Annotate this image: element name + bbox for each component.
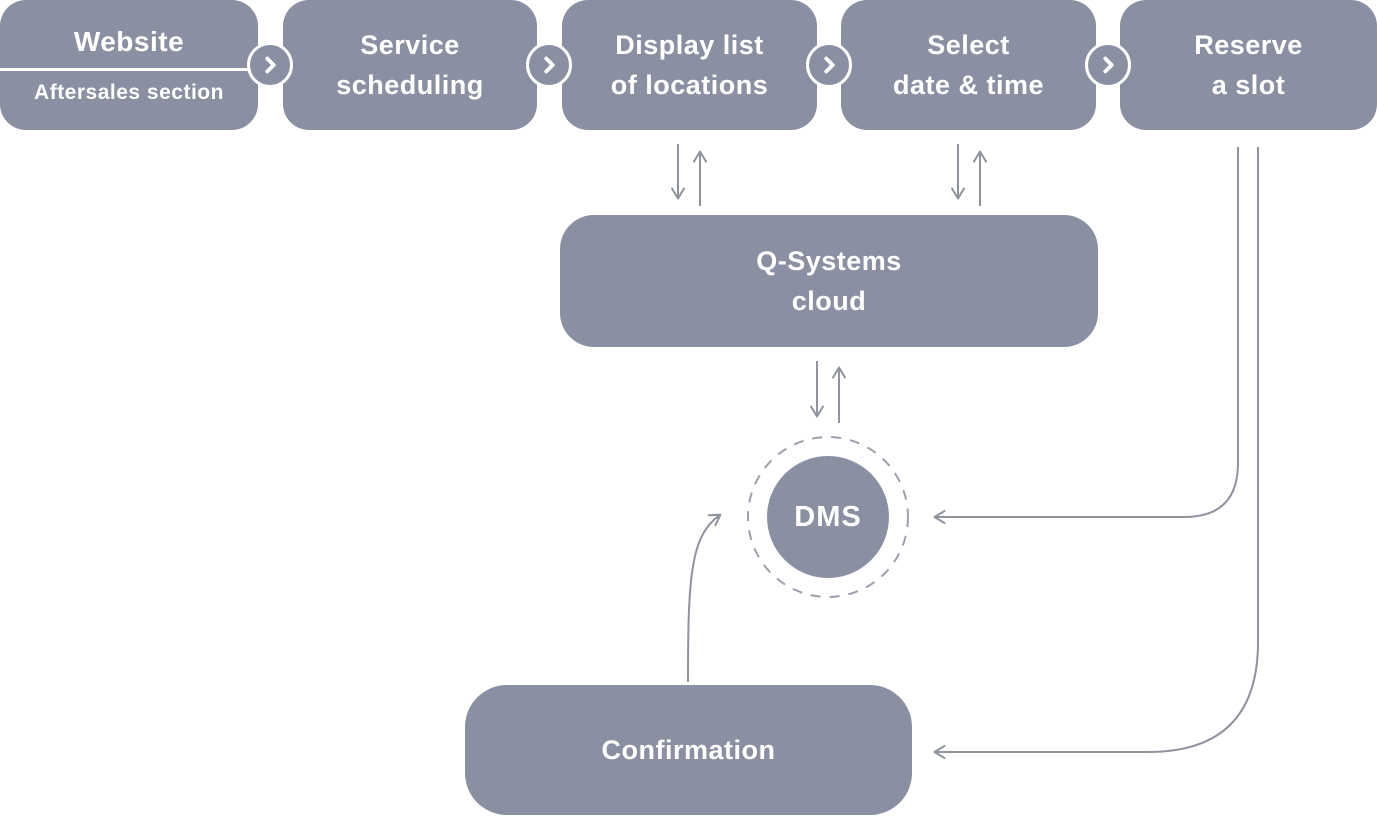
chevron-right-icon: [823, 56, 835, 74]
step-connector-3: [806, 42, 852, 88]
confirmation-label: Confirmation: [601, 734, 776, 765]
step-node-reserve-slot: Reserve a slot: [1120, 0, 1377, 130]
confirmation-node: Confirmation: [465, 685, 912, 815]
step-label-line1: Reserve: [1194, 30, 1303, 60]
q-systems-cloud-node: Q-Systems cloud: [560, 215, 1098, 347]
step-connector-4: [1085, 42, 1131, 88]
step-label-line2: date & time: [892, 70, 1045, 100]
step-label-line1: Display list: [615, 30, 764, 60]
chevron-right-icon: [264, 56, 276, 74]
step-label-line2: of locations: [610, 70, 769, 100]
step-node-select-date-time: Select date & time: [841, 0, 1096, 130]
arrow-confirmation-to-dms: [687, 513, 722, 683]
cloud-label-line2: cloud: [791, 286, 867, 316]
step-title: Website: [73, 25, 185, 57]
step-label-line2: scheduling: [336, 70, 484, 100]
dms-node: DMS: [767, 456, 889, 578]
step-subtitle: Aftersales section: [34, 80, 224, 104]
chevron-right-icon: [543, 56, 555, 74]
step-node-website: Website Aftersales section: [0, 0, 258, 130]
step-node-display-locations: Display list of locations: [562, 0, 817, 130]
step-connector-2: [526, 42, 572, 88]
chevron-right-icon: [1102, 56, 1114, 74]
divider-line: [0, 67, 258, 71]
step-node-service-scheduling: Service scheduling: [283, 0, 537, 130]
step-label-line1: Select: [927, 30, 1010, 60]
step-label-line2: a slot: [1211, 70, 1286, 100]
step-connector-1: [247, 42, 293, 88]
cloud-label-line1: Q-Systems: [756, 246, 902, 276]
step-label-line1: Service: [360, 30, 460, 60]
dms-label: DMS: [794, 500, 862, 533]
